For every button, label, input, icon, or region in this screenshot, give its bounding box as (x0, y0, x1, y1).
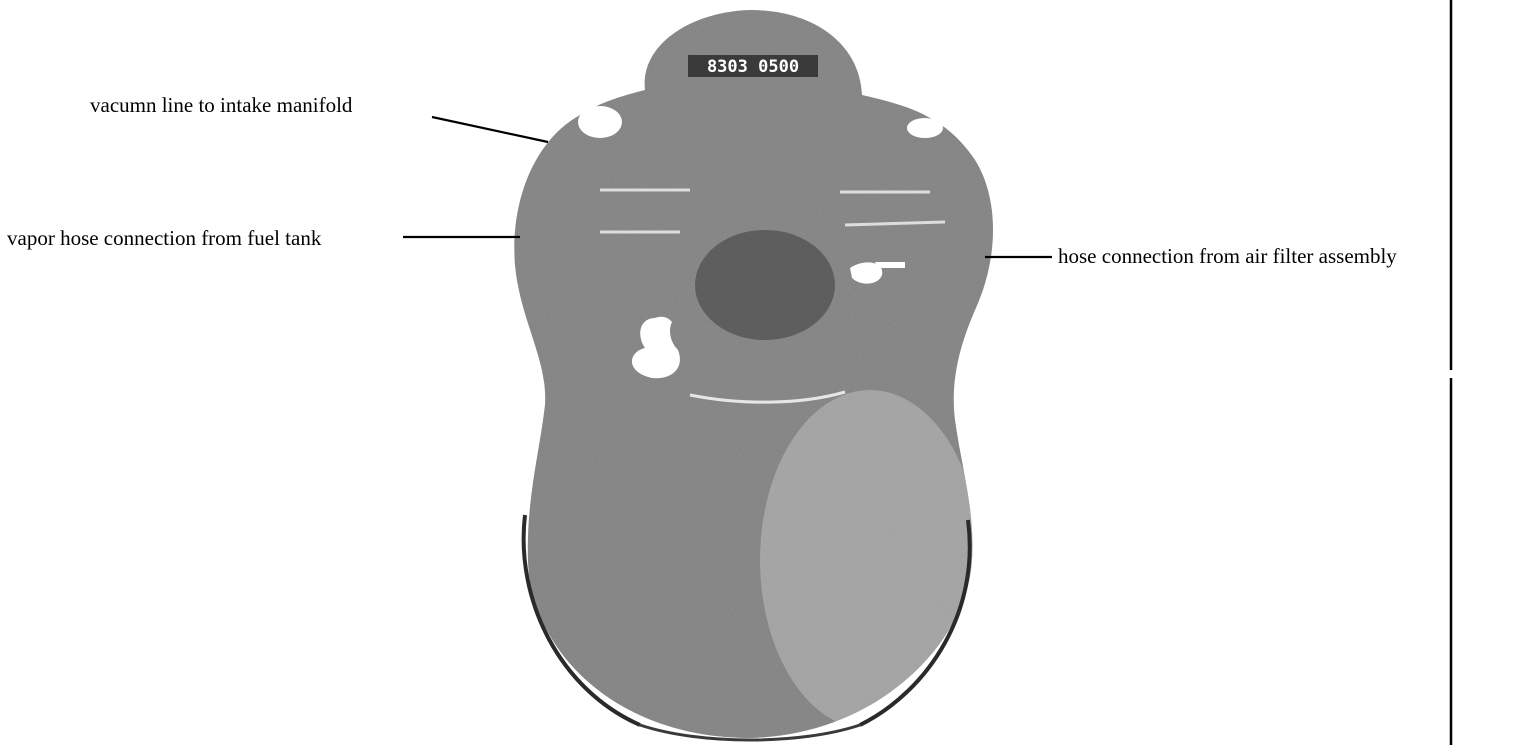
vacuum-line-label: vacumn line to intake manifold (90, 93, 353, 117)
air-filter-label: hose connection from air filter assembly (1058, 244, 1397, 268)
vapor-hose-label: vapor hose connection from fuel tank (7, 226, 322, 250)
charcoal-canister: 8303 0500 (500, 0, 1020, 745)
vacuum-line-leader (432, 117, 548, 142)
vacuum-port (578, 106, 622, 138)
canister-stamp: 8303 0500 (707, 57, 799, 77)
canister-center-shadow (695, 230, 835, 340)
canister-highlight (760, 390, 980, 730)
purge-port (907, 118, 943, 138)
